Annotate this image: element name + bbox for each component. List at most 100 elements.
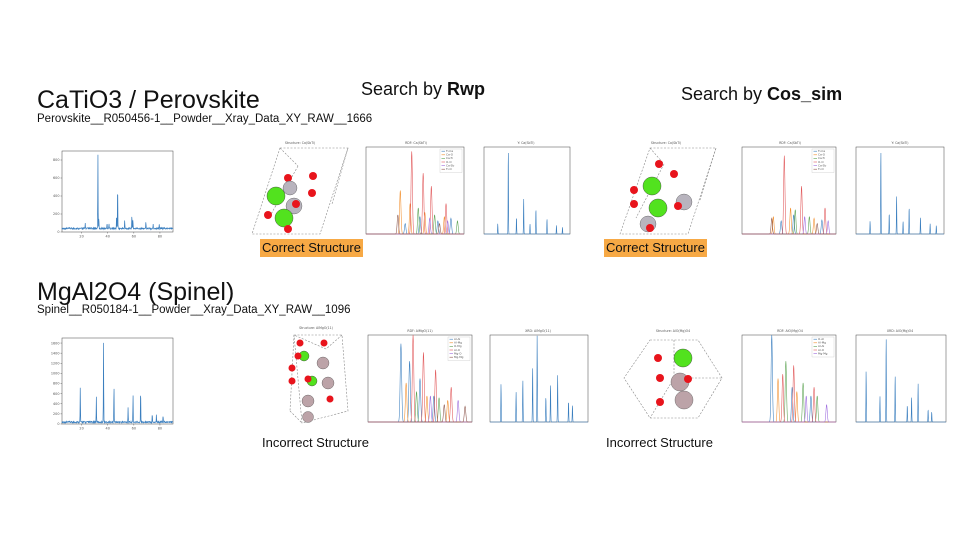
plot-frame xyxy=(855,334,947,423)
row1-rwp-xrd-title: Y: Ca(SbTi) xyxy=(517,141,534,145)
row1-rwp-structure-title: Structure: Ca(SbTi) xyxy=(285,141,315,145)
plot-frame xyxy=(855,146,945,235)
oxygen-atom xyxy=(674,202,682,210)
y-tick-label: 0 xyxy=(57,230,59,234)
plot-frame xyxy=(61,337,174,425)
row1-rwp-structure-panel: Structure: Ca(SbTi) xyxy=(250,136,350,240)
rdf-series-ca-ti xyxy=(366,207,464,235)
legend-label: Al-Al xyxy=(454,337,461,341)
calcium-atom xyxy=(648,198,668,218)
row1-cos-structure-svg: Structure: Ca(SbTi) xyxy=(619,141,717,235)
rdf-series-al-al xyxy=(742,361,836,423)
row2-cos-xrd-title: XRD: AlO(Mg)O4 xyxy=(887,329,913,333)
y-tick-label: 1200 xyxy=(51,361,60,365)
row2-rwp-xrd-title: XRD: AlMgO(11) xyxy=(525,329,551,333)
rdf-series-mg-o xyxy=(368,395,472,423)
legend-label: Al-O xyxy=(818,348,825,352)
xrd-series-line xyxy=(61,154,174,231)
y-tick-label: 0 xyxy=(57,422,59,426)
plot-frame xyxy=(483,146,571,235)
oxygen-atom xyxy=(264,211,272,219)
oxygen-atom xyxy=(308,189,316,197)
row1-cos-verdict: Correct Structure xyxy=(604,239,707,257)
row2-title: MgAl2O4 (Spinel) xyxy=(37,278,235,306)
y-tick-label: 800 xyxy=(53,382,59,386)
x-tick-label: 80 xyxy=(158,427,162,431)
row2-rwp-structure-svg: Structure: AlMgO(11) xyxy=(288,326,349,424)
x-tick-label: 40 xyxy=(106,427,110,431)
x-tick-label: 80 xyxy=(158,235,162,239)
y-tick-label: 1000 xyxy=(51,372,60,376)
row2-rwp-rdf-svg: RDF: AlMgO(11) Al-AlAl-MgO-MgAl-OMg-OMg-… xyxy=(367,329,473,423)
oxygen-atom xyxy=(684,375,692,383)
x-tick-label: 20 xyxy=(79,235,83,239)
row1-cos-xrd-title: Y: Ca(SbTi) xyxy=(891,141,908,145)
x-tick-label: 60 xyxy=(132,427,136,431)
rdf-series-ca-o xyxy=(366,190,464,235)
oxygen-atom xyxy=(656,374,664,382)
x-tick-label: 20 xyxy=(79,427,83,431)
row1-rwp-structure-svg: Structure: Ca(SbTi) xyxy=(251,141,349,235)
row1-cos-xrd-svg: Y: Ca(SbTi) xyxy=(855,141,945,235)
legend-label: Ti-O xyxy=(445,167,452,171)
row2-cos-verdict: Incorrect Structure xyxy=(606,435,713,450)
oxygen-atom xyxy=(294,352,302,360)
legend-label: Ti-O xyxy=(817,167,824,171)
legend-label: Al-O xyxy=(454,348,461,352)
xrd-sim-series-line xyxy=(484,152,570,235)
row2-cos-structure-title: Structure: AlO(Mg)O4 xyxy=(656,329,690,333)
calcium-atom xyxy=(642,176,662,196)
legend-label: O-O xyxy=(446,160,452,164)
row2-cos-rdf-title: RDF: AlO(Mg)O4 xyxy=(777,329,803,333)
oxygen-atom xyxy=(284,174,292,182)
row2-cos-structure-panel: Structure: AlO(Mg)O4 xyxy=(620,326,726,428)
legend-label: Ti-Ca xyxy=(817,149,825,153)
aluminum-atom xyxy=(321,376,335,390)
legend-box xyxy=(447,336,471,361)
oxygen-atom xyxy=(655,160,663,168)
x-tick-label: 60 xyxy=(132,235,136,239)
oxygen-atom xyxy=(654,354,662,362)
legend-label: Ca-O xyxy=(446,153,454,157)
y-tick-label: 200 xyxy=(53,412,59,416)
row1-rwp-verdict: Correct Structure xyxy=(260,239,363,257)
row2-rwp-xrd-svg: XRD: AlMgO(11) xyxy=(489,329,589,423)
rdf-series-al-mg xyxy=(368,382,472,423)
legend-label: Mg-Mg xyxy=(818,351,828,355)
row2-cos-structure-svg: Structure: AlO(Mg)O4 xyxy=(623,329,723,419)
row1-subtitle: Perovskite__R050456-1__Powder__Xray_Data… xyxy=(37,113,373,125)
legend-label: Mg-Mg xyxy=(454,355,464,359)
oxygen-atom xyxy=(646,224,654,232)
y-tick-label: 400 xyxy=(53,194,59,198)
legend-box xyxy=(439,148,463,173)
rdf-series-mg-mg xyxy=(368,404,472,423)
row1-rwp-rdf-title: RDF: Ca(SbTi) xyxy=(405,141,427,145)
rdf-series-o-mg xyxy=(368,391,472,423)
legend-label: Mg-O xyxy=(454,351,462,355)
aluminum-atom xyxy=(316,356,330,370)
y-tick-label: 800 xyxy=(53,158,59,162)
oxygen-atom xyxy=(630,186,638,194)
unit-cell-box xyxy=(251,147,349,235)
rwp-search-header: Search by Rwp xyxy=(361,79,486,99)
y-tick-label: 400 xyxy=(53,402,59,406)
titanium-atom xyxy=(282,180,298,196)
oxygen-atom xyxy=(304,375,312,383)
oxygen-atom xyxy=(670,170,678,178)
calcium-atom xyxy=(274,208,294,228)
rdf-series-ti-ca xyxy=(366,216,464,235)
oxygen-atom xyxy=(288,364,296,372)
row2-rwp-rdf-title: RDF: AlMgO(11) xyxy=(407,329,432,333)
legend-label: O-Al xyxy=(818,337,824,341)
oxygen-atom xyxy=(288,377,296,385)
y-tick-label: 600 xyxy=(53,392,59,396)
y-tick-label: 1600 xyxy=(51,341,60,345)
legend-label: Al-Mg xyxy=(818,341,826,345)
oxygen-atom xyxy=(296,339,304,347)
cos-search-header: Search by Cos_sim xyxy=(681,84,843,104)
